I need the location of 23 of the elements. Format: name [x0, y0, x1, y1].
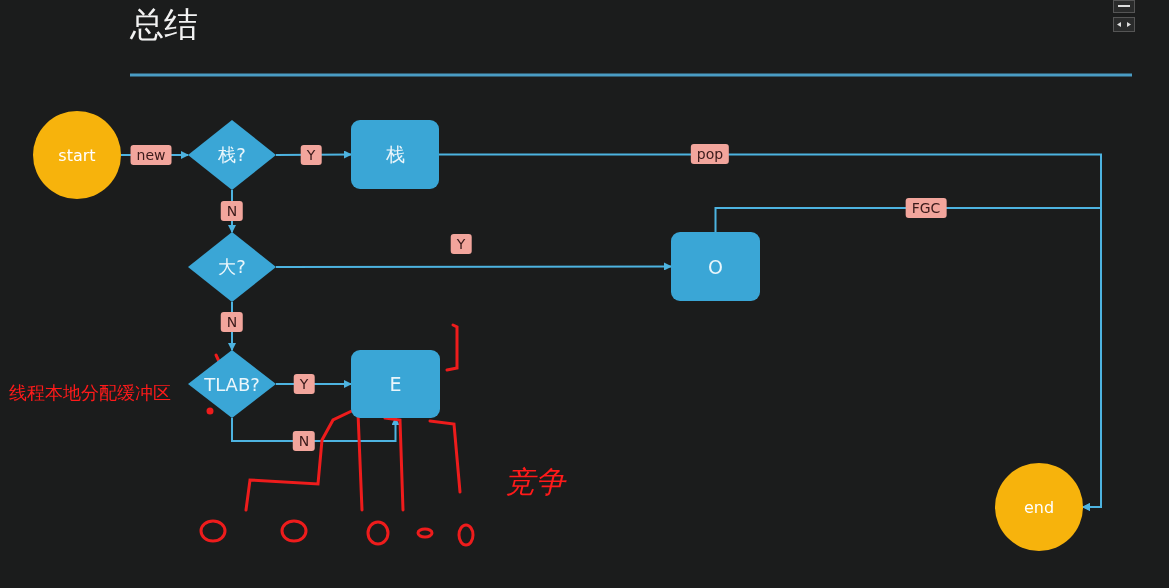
edge-label: N	[292, 431, 316, 451]
arrow	[275, 150, 352, 159]
edge-label: Y	[293, 374, 315, 394]
arrow	[231, 417, 400, 442]
edge-label: Y	[300, 145, 322, 165]
decision-diamond: TLAB?	[188, 350, 276, 418]
edge-label: FGC	[905, 198, 947, 218]
process-box: E	[351, 350, 440, 418]
terminal-circle: end	[995, 463, 1083, 551]
edge-label: pop	[690, 144, 730, 164]
process-box: 栈	[351, 120, 439, 189]
arrow	[714, 207, 1102, 511]
process-box: O	[671, 232, 760, 301]
terminal-circle: start	[33, 111, 121, 199]
edge-label: N	[220, 312, 244, 332]
annotation-text: 线程本地分配缓冲区	[9, 381, 171, 405]
decision-diamond: 栈?	[188, 120, 276, 190]
arrow	[275, 262, 672, 271]
edge-label: Y	[450, 234, 472, 254]
annotation-text: 竞争	[505, 463, 565, 501]
title: 总结	[130, 3, 198, 46]
edge-label: N	[220, 201, 244, 221]
decision-diamond: 大?	[188, 232, 276, 302]
